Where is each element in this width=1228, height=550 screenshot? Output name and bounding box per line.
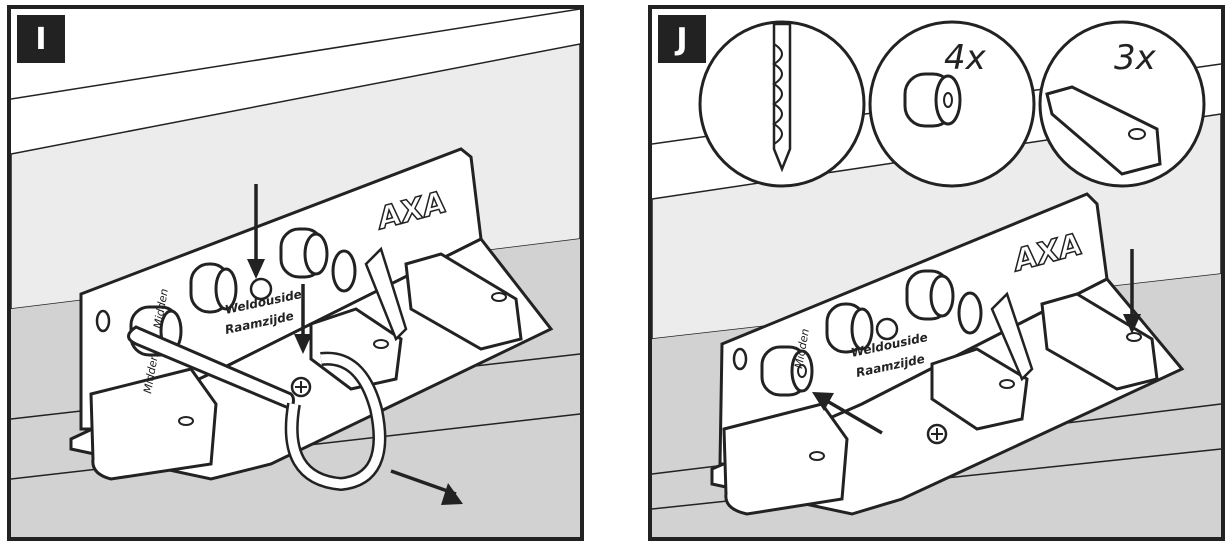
block-center	[930, 347, 1029, 431]
wedge	[364, 246, 408, 342]
mount-hole-icon	[95, 309, 111, 333]
wedge	[990, 291, 1034, 382]
step-i-panel: Weldouside Raamzijde Midden Midden AXA I	[7, 5, 584, 541]
block-left	[722, 402, 849, 516]
arrow-insert-icon	[826, 399, 883, 435]
step-j-illustration: Weldouside Raamzijde Midden AXA 4x 3x	[652, 20, 1221, 537]
callout-hole	[1038, 20, 1206, 188]
step-j-panel: Weldouside Raamzijde Midden AXA 4x 3x J	[648, 5, 1225, 541]
block-right	[404, 252, 523, 351]
step-label-i: I	[17, 15, 65, 63]
arrow-pull-icon	[390, 469, 457, 496]
mount-hole-icon	[732, 347, 748, 371]
step-i-illustration: Weldouside Raamzijde Midden Midden AXA	[11, 9, 580, 537]
hook-ring	[287, 354, 384, 489]
logo-badge-icon	[875, 317, 899, 341]
block-center	[309, 307, 403, 391]
block-left	[89, 367, 218, 481]
logo-badge-icon	[249, 277, 273, 301]
hole-count: 3x	[1114, 38, 1157, 78]
hole-callout-icon	[1045, 85, 1162, 176]
step-label-j: J	[658, 15, 706, 63]
spacer-count: 4x	[944, 38, 987, 78]
block-right	[1040, 292, 1159, 391]
